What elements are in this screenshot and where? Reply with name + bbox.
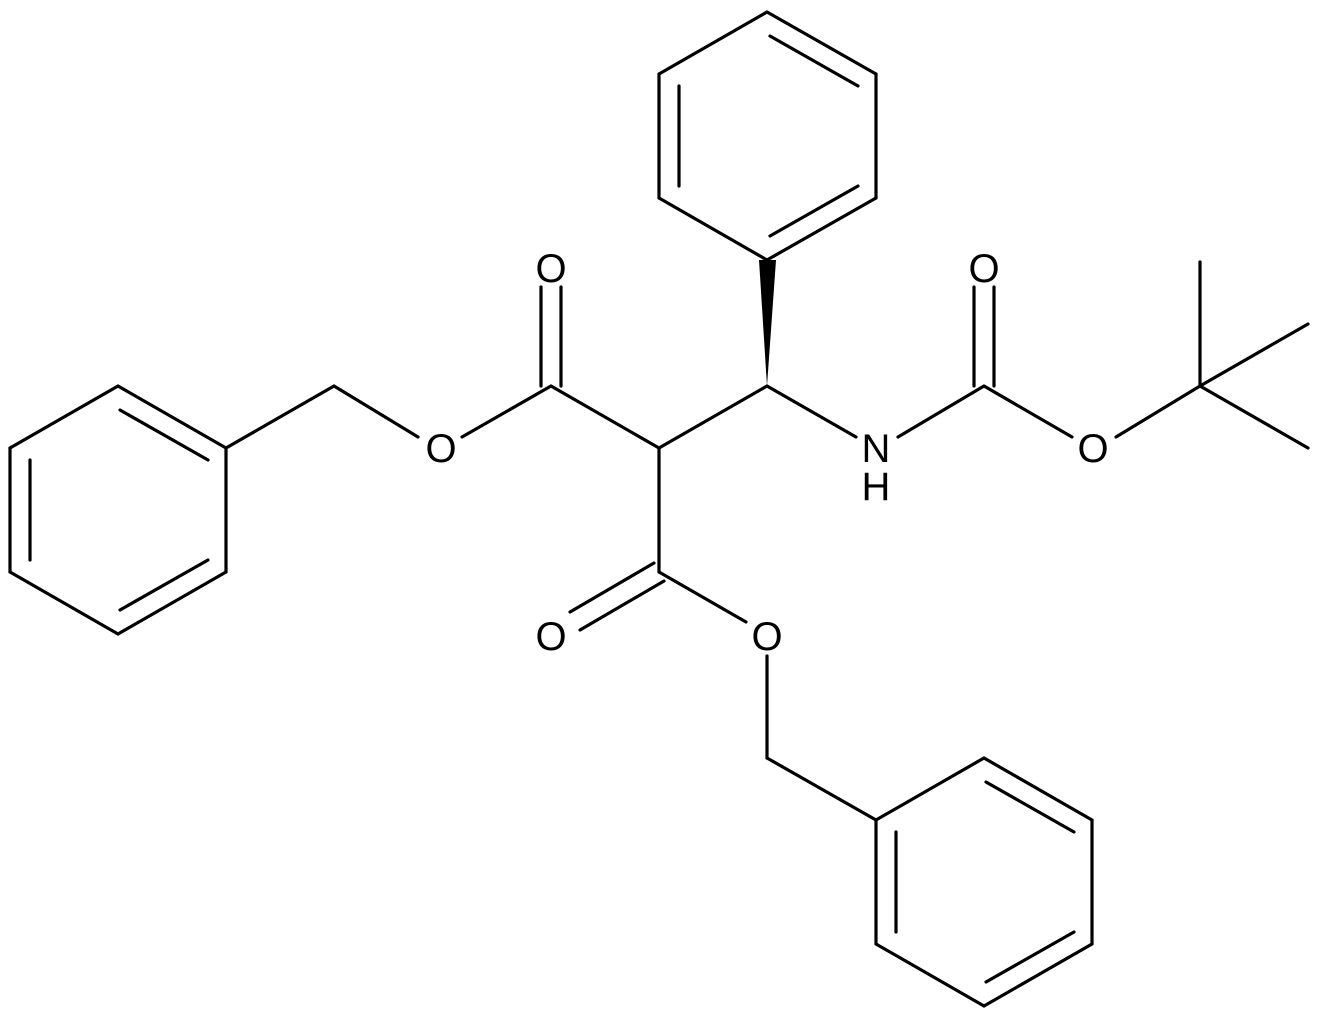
- phenyl-ring-left: [8, 384, 228, 636]
- atom-label-h-amide: H: [862, 465, 891, 509]
- phenyl-ring-top: [657, 10, 878, 262]
- ester-1: [224, 285, 563, 450]
- phenyl-ring-bottom: [874, 756, 1094, 1008]
- atom-label-o-boc-carbonyl: O: [968, 247, 999, 291]
- atom-label-n-amide: N: [862, 427, 891, 471]
- boc-group: [896, 260, 1310, 450]
- atom-label-o-ester2-ether: O: [751, 615, 782, 659]
- atom-label-o-boc-ether: O: [1077, 427, 1108, 471]
- atom-label-o-ester1-ether: O: [425, 427, 456, 471]
- wedge-bond: [759, 260, 776, 386]
- ester-2: [568, 561, 878, 822]
- backbone-bonds: [549, 384, 858, 574]
- atom-label-o-ester1-carbonyl: O: [535, 247, 566, 291]
- atom-label-o-ester2-carbonyl: O: [535, 615, 566, 659]
